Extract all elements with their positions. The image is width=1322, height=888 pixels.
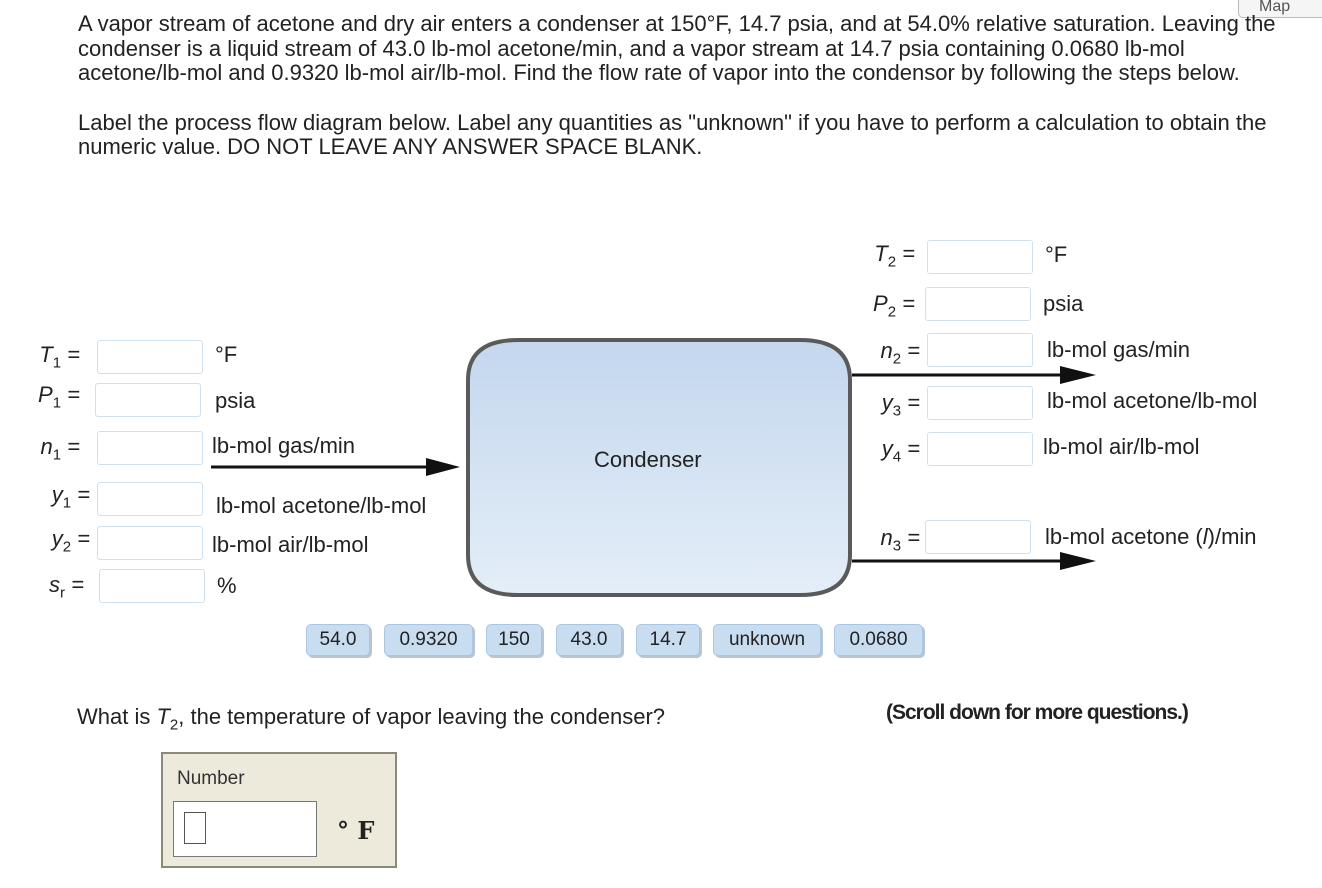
y4-unit: lb-mol air/lb-mol <box>1043 434 1200 459</box>
n2-input[interactable] <box>927 333 1033 367</box>
chip-0-0680[interactable]: 0.0680 <box>834 624 923 656</box>
question-text: What is T2, the temperature of vapor lea… <box>77 704 666 734</box>
number-label: Number <box>177 768 245 789</box>
vapor-outlet-arrow <box>852 366 1096 384</box>
t2-input[interactable] <box>927 240 1033 274</box>
p2-input[interactable] <box>925 287 1031 321</box>
condenser-label: Condenser <box>594 447 702 472</box>
y2-label: y2 = <box>51 526 90 556</box>
p2-unit: psia <box>1043 291 1084 316</box>
n2-label: n2 = <box>880 338 920 368</box>
n3-label: n3 = <box>880 525 920 555</box>
input-cursor <box>184 812 206 844</box>
y3-unit: lb-mol acetone/lb-mol <box>1047 388 1258 413</box>
y1-input[interactable] <box>97 482 203 516</box>
n3-unit: lb-mol acetone (l)/min <box>1045 524 1257 549</box>
chip-unknown[interactable]: unknown <box>713 624 821 656</box>
y2-unit: lb-mol air/lb-mol <box>212 532 369 557</box>
chip-54-0[interactable]: 54.0 <box>306 624 370 656</box>
chip-150[interactable]: 150 <box>486 624 542 656</box>
y3-label: y3 = <box>881 390 920 420</box>
t1-input[interactable] <box>97 340 203 374</box>
y1-label: y1 = <box>51 482 90 512</box>
problem-paragraph-1: A vapor stream of acetone and dry air en… <box>78 11 1276 85</box>
condenser-vessel <box>466 338 852 597</box>
inlet-arrow <box>211 458 460 476</box>
answer-panel: Number ° F <box>161 752 397 868</box>
y3-input[interactable] <box>927 386 1033 420</box>
chip-43-0[interactable]: 43.0 <box>556 624 622 656</box>
n2-unit: lb-mol gas/min <box>1047 337 1191 362</box>
chip-14-7[interactable]: 14.7 <box>636 624 700 656</box>
liquid-outlet-arrow <box>852 552 1096 570</box>
p1-unit: psia <box>215 388 256 413</box>
sr-label: sr = <box>49 572 84 602</box>
y2-input[interactable] <box>97 526 203 560</box>
n1-input[interactable] <box>97 431 203 465</box>
p2-label: P2 = <box>873 291 915 321</box>
t1-unit: °F <box>215 342 238 367</box>
answer-unit: ° F <box>337 816 375 845</box>
t2-label: T2 = <box>874 241 915 271</box>
sr-unit: % <box>217 573 237 598</box>
p1-input[interactable] <box>95 383 201 417</box>
y4-label: y4 = <box>881 436 920 466</box>
p1-label: P1 = <box>38 382 80 412</box>
n1-label: n1 = <box>40 434 80 464</box>
chip-0-9320[interactable]: 0.9320 <box>384 624 473 656</box>
problem-paragraph-2: Label the process flow diagram below. La… <box>78 109 1267 159</box>
sr-input[interactable] <box>99 569 205 603</box>
t1-label: T1 = <box>39 342 80 372</box>
n3-input[interactable] <box>925 520 1031 554</box>
map-button[interactable]: Map <box>1238 0 1322 18</box>
problem-statement: A vapor stream of acetone and dry air en… <box>78 11 1278 160</box>
y1-unit: lb-mol acetone/lb-mol <box>216 493 427 518</box>
n1-unit: lb-mol gas/min <box>212 433 356 458</box>
number-input[interactable] <box>173 801 317 857</box>
t2-unit: °F <box>1045 242 1068 267</box>
scroll-note: (Scroll down for more questions.) <box>886 701 1189 724</box>
y4-input[interactable] <box>927 432 1033 466</box>
